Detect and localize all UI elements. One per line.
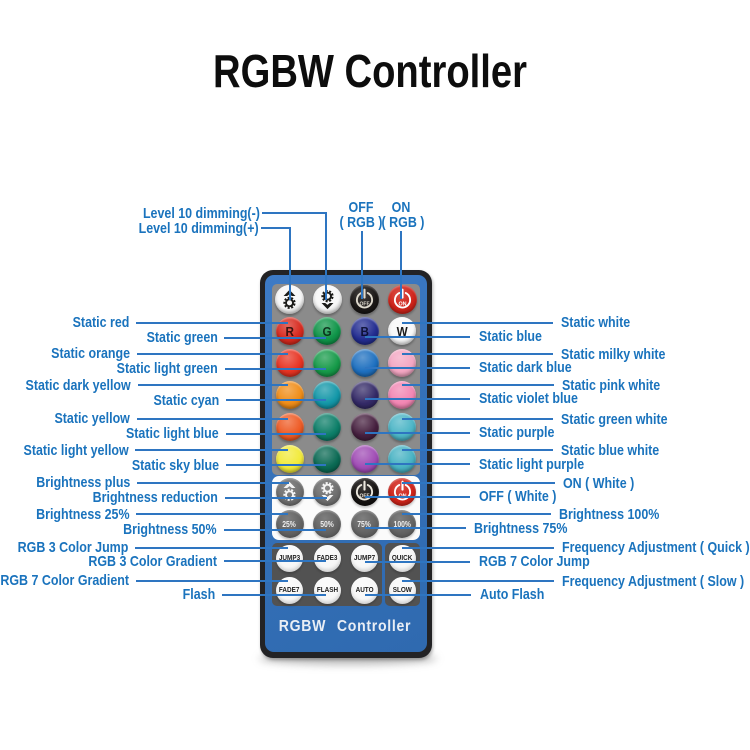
svg-text:ON: ON bbox=[398, 302, 406, 308]
svg-text:OFF: OFF bbox=[360, 494, 370, 500]
svg-text:OFF: OFF bbox=[360, 302, 370, 308]
